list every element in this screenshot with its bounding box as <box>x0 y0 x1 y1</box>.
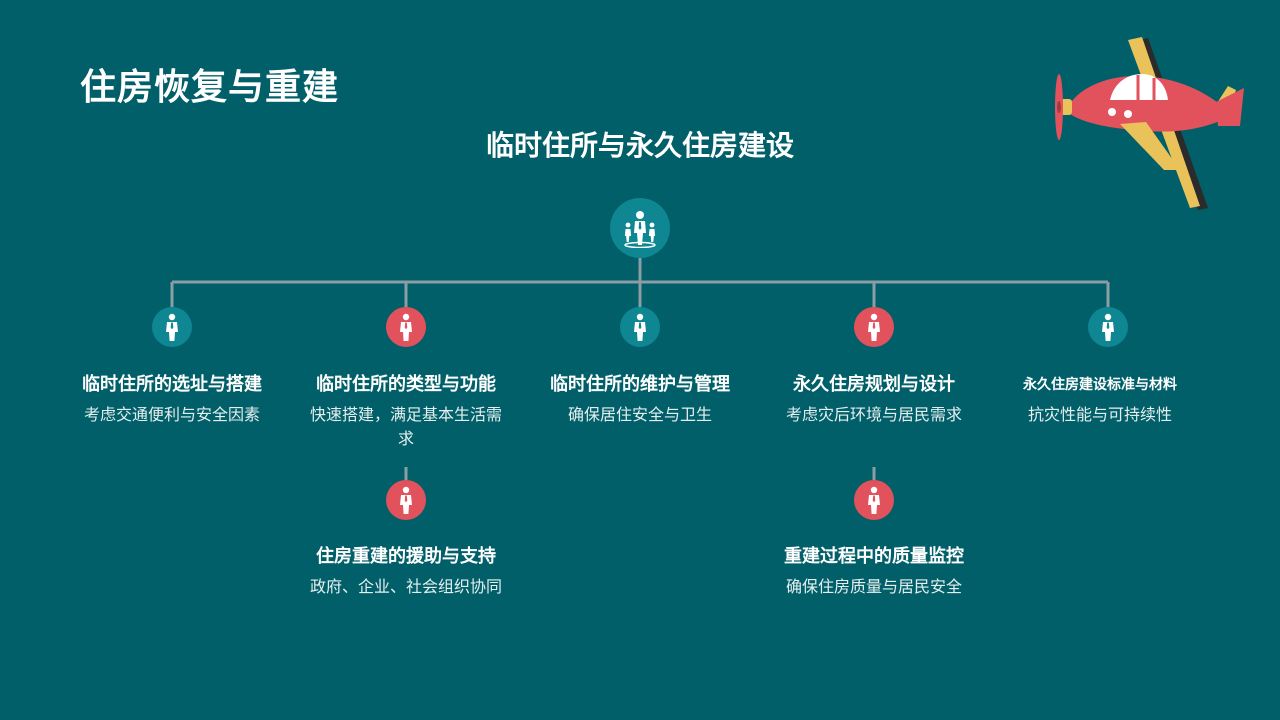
node-title: 临时住所的类型与功能 <box>316 374 496 395</box>
person-icon <box>1102 313 1114 341</box>
person-icon <box>400 486 412 514</box>
person-icon <box>400 313 412 341</box>
page-title: 住房恢复与重建 <box>80 67 340 108</box>
airplane-icon <box>1055 37 1244 210</box>
node-description: 确保住房质量与居民安全 <box>785 577 962 596</box>
root-node <box>610 198 670 258</box>
node-description: 抗灾性能与可持续性 <box>1027 405 1172 424</box>
node-sub2 <box>854 480 894 520</box>
node-description: 考虑交通便利与安全因素 <box>83 405 260 424</box>
person-icon <box>868 486 880 514</box>
node-item5 <box>1088 307 1128 347</box>
node-title: 临时住所的维护与管理 <box>550 374 730 395</box>
node-item1 <box>152 307 192 347</box>
people-group-icon <box>624 211 656 248</box>
node-title: 住房重建的援助与支持 <box>316 546 496 567</box>
node-title: 永久住房建设标准与材料 <box>1023 377 1177 393</box>
node-item2 <box>386 307 426 347</box>
node-title: 永久住房规划与设计 <box>793 374 955 395</box>
person-icon <box>868 313 880 341</box>
node-item4 <box>854 307 894 347</box>
node-description: 政府、企业、社会组织协同 <box>309 577 502 596</box>
node-description: 快速搭建，满足基本生活需求 <box>309 405 502 448</box>
node-item3 <box>620 307 660 347</box>
node-description: 确保居住安全与卫生 <box>567 405 712 424</box>
person-icon <box>634 313 646 341</box>
node-title: 重建过程中的质量监控 <box>784 546 964 567</box>
node-description: 考虑灾后环境与居民需求 <box>785 405 962 424</box>
node-title: 临时住所的选址与搭建 <box>82 374 262 395</box>
person-icon <box>166 313 178 341</box>
node-sub1 <box>386 480 426 520</box>
diagram-title: 临时住所与永久住房建设 <box>485 129 794 162</box>
